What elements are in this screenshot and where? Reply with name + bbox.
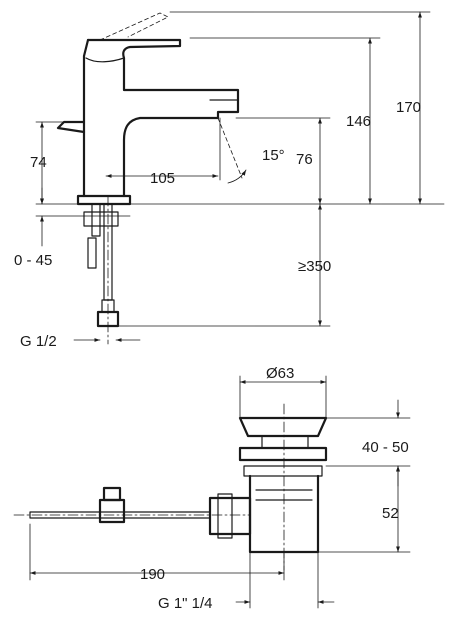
faucet-lever [86,38,182,86]
hose-left [87,237,97,269]
waste-drawing [13,403,328,571]
label-lift-range: 40 - 50 [362,439,409,456]
label-spout-reach: 105 [150,170,175,187]
label-thread: G 1" 1/4 [158,595,213,612]
faucet-base [76,194,132,206]
label-deck-thickness: 0 - 45 [14,252,52,269]
faucet-dimensions [35,11,431,342]
waste-plug [238,416,328,438]
faucet-drawing [35,12,445,345]
waste-plug-stem [261,435,309,449]
faucet-lever-joint [85,57,125,63]
faucet-side-lever [56,120,86,134]
label-hose-length: ≥350 [298,258,331,275]
spout-angle-line [217,117,243,179]
waste-rod [29,511,211,519]
shank-left [91,203,101,237]
angle-arc [227,169,247,184]
label-body-height: 52 [382,505,399,522]
rod-clip [98,498,126,524]
label-connection: G 1/2 [20,333,57,350]
waste-dimensions [29,375,411,609]
mounting-nut [83,211,119,227]
waste-flange [238,446,328,462]
waste-nut-top [243,465,323,477]
faucet-spout [122,82,240,198]
label-spout-height: 76 [296,151,313,168]
faucet-body-left [82,38,90,198]
label-plug-diameter: Ø63 [266,365,294,382]
rod-clip-top [102,486,122,502]
label-lever-drop: 74 [30,154,47,171]
lever-alt-position [99,12,169,41]
label-lever-height: 146 [346,113,371,130]
waste-connector [208,496,252,536]
label-spout-angle: 15° [262,147,285,164]
label-rod-length: 190 [140,566,165,583]
label-total-height: 170 [396,99,421,116]
